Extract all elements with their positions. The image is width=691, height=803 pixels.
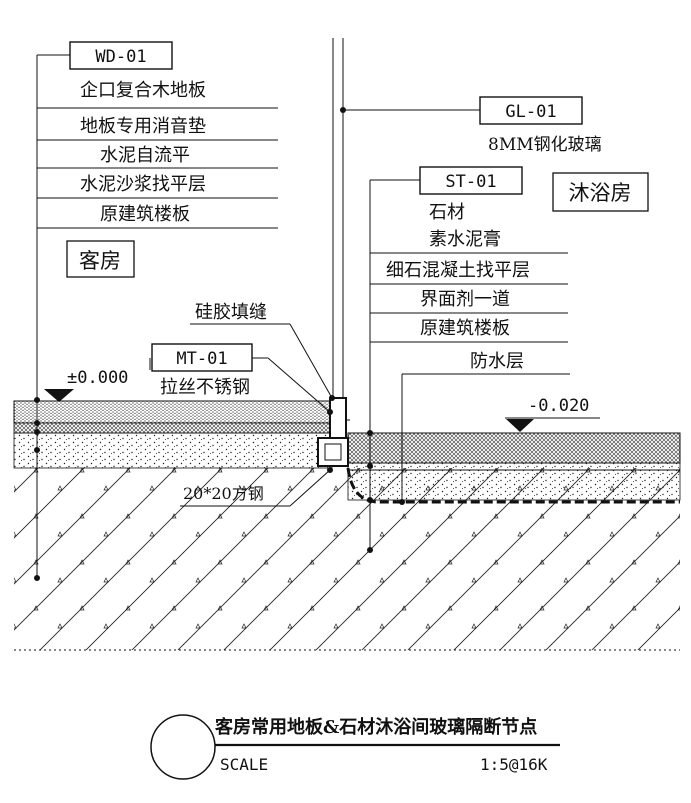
steel-label: 20*20方钢 (183, 484, 264, 503)
scale-value: 1:5@16K (480, 755, 548, 774)
stainless-channel (317, 397, 350, 467)
glass-desc: 8MM钢化玻璃 (488, 135, 602, 155)
right-floor-build-up (347, 432, 681, 501)
right-annotation: 沐浴房 ST-01 石材 素水泥膏 细石混凝土找平层 界面剂一道 原建筑楼板 防… (367, 166, 649, 553)
glass-panel (332, 38, 344, 398)
joint-material: 拉丝不锈钢 (160, 377, 250, 398)
scale-label: SCALE (220, 755, 268, 774)
glass-tag: GL-01 (505, 102, 556, 122)
left-room-label: 客房 (79, 249, 121, 273)
title-block: 客房常用地板&石材沐浴间玻璃隔断节点 SCALE 1:5@16K (150, 714, 560, 780)
left-layer-3: 水泥自流平 (100, 145, 190, 166)
left-tag: WD-01 (95, 47, 146, 67)
left-floor-build-up (13, 400, 333, 469)
right-layer-1: 石材 (429, 202, 465, 223)
left-layer-2: 地板专用消音垫 (80, 116, 206, 137)
waterproof-label: 防水层 (470, 351, 524, 372)
joint-annotation: 硅胶填缝 MT-01 拉丝不锈钢 20*20方钢 (149, 302, 335, 507)
left-layer-5: 原建筑楼板 (100, 204, 190, 225)
right-level-value: -0.020 (528, 396, 589, 416)
right-tag: ST-01 (445, 172, 496, 192)
right-level-marker (506, 419, 534, 432)
waterproof-line (346, 467, 680, 504)
right-layer-4: 界面剂一道 (420, 289, 510, 310)
left-layer-1: 企口复合木地板 (80, 80, 206, 101)
drawing-title: 客房常用地板&石材沐浴间玻璃隔断节点 (215, 716, 537, 738)
right-layer-2: 素水泥膏 (429, 228, 501, 250)
left-annotation: WD-01 企口复合木地板 地板专用消音垫 水泥自流平 水泥沙浆找平层 原建筑楼… (34, 41, 278, 581)
right-layer-3: 细石混凝土找平层 (386, 260, 530, 281)
left-level-marker (44, 389, 74, 402)
detail-index-circle (150, 714, 216, 780)
left-level-value: ±0.000 (67, 368, 128, 388)
left-layer-4: 水泥沙浆找平层 (80, 174, 206, 195)
right-room-label: 沐浴房 (569, 181, 632, 205)
joint-tag: MT-01 (176, 349, 227, 369)
right-layer-5: 原建筑楼板 (420, 318, 510, 339)
glass-annotation: GL-01 8MM钢化玻璃 (340, 96, 602, 155)
silicone-label: 硅胶填缝 (195, 302, 267, 323)
